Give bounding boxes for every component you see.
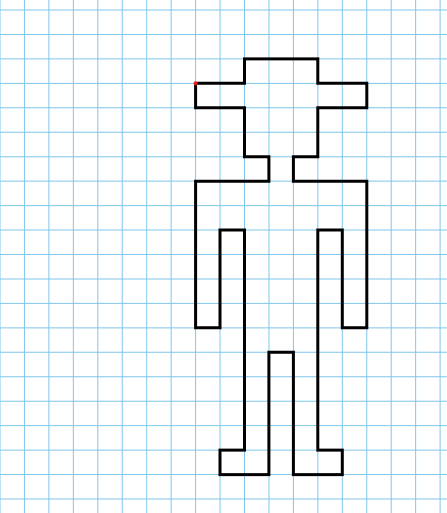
start-point-marker	[194, 81, 198, 85]
